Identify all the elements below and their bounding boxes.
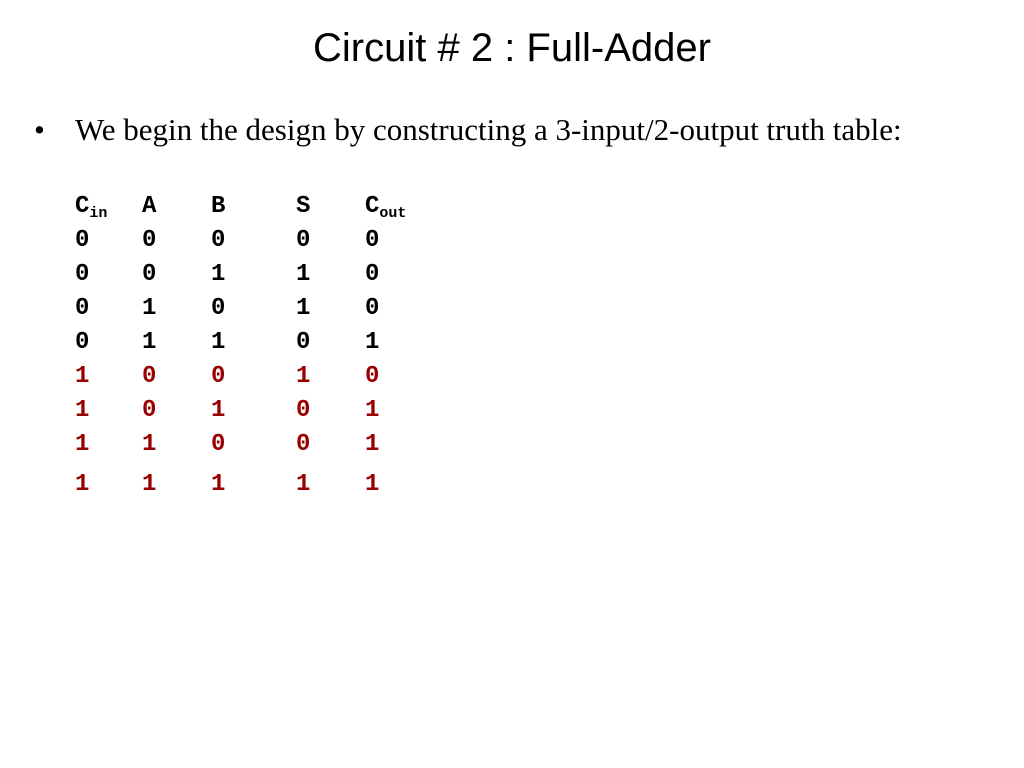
bullet-marker: •: [34, 112, 45, 147]
cell-a: 1: [142, 431, 157, 458]
header-cin-main: C: [75, 193, 90, 220]
cell-s: 1: [296, 261, 311, 288]
cell-cin: 1: [75, 397, 90, 424]
cell-a: 1: [142, 471, 157, 498]
cell-cout: 0: [365, 295, 380, 322]
cell-s: 0: [296, 431, 311, 458]
cell-a: 1: [142, 295, 157, 322]
cell-a: 0: [142, 363, 157, 390]
cell-cin: 0: [75, 261, 90, 288]
bullet-text: We begin the design by constructing a 3-…: [75, 112, 902, 147]
header-a: A: [142, 193, 157, 220]
cell-cout: 1: [365, 471, 380, 498]
cell-cout: 1: [365, 397, 380, 424]
cell-cout: 0: [365, 261, 380, 288]
cell-b: 0: [211, 295, 226, 322]
cell-s: 1: [296, 363, 311, 390]
slide-title: Circuit # 2 : Full-Adder: [313, 26, 711, 70]
cell-cin: 1: [75, 431, 90, 458]
header-cin: Cin: [75, 190, 107, 226]
cell-a: 0: [142, 227, 157, 254]
header-cout: Cout: [365, 190, 406, 226]
cell-a: 0: [142, 397, 157, 424]
cell-cout: 0: [365, 363, 380, 390]
cell-b: 1: [211, 261, 226, 288]
cell-cin: 0: [75, 295, 90, 322]
header-cout-sub: out: [379, 205, 407, 222]
cell-b: 1: [211, 397, 226, 424]
header-cout-main: C: [365, 193, 380, 220]
cell-s: 0: [296, 227, 311, 254]
cell-a: 1: [142, 329, 157, 356]
cell-s: 0: [296, 397, 311, 424]
header-s: S: [296, 193, 311, 220]
cell-cout: 1: [365, 329, 380, 356]
cell-cout: 0: [365, 227, 380, 254]
cell-cin: 1: [75, 363, 90, 390]
cell-b: 1: [211, 471, 226, 498]
cell-s: 1: [296, 295, 311, 322]
cell-s: 1: [296, 471, 311, 498]
cell-b: 1: [211, 329, 226, 356]
cell-b: 0: [211, 431, 226, 458]
cell-cout: 1: [365, 431, 380, 458]
header-b: B: [211, 193, 226, 220]
cell-b: 0: [211, 363, 226, 390]
cell-s: 0: [296, 329, 311, 356]
cell-cin: 1: [75, 471, 90, 498]
cell-b: 0: [211, 227, 226, 254]
cell-cin: 0: [75, 329, 90, 356]
cell-cin: 0: [75, 227, 90, 254]
cell-a: 0: [142, 261, 157, 288]
header-cin-sub: in: [89, 205, 108, 222]
